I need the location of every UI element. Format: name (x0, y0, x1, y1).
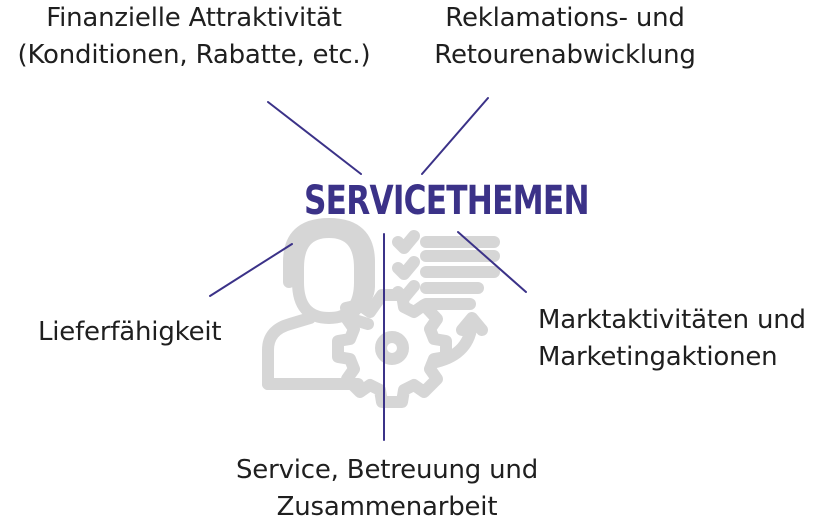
topic-complaints-returns: Reklamations- und Retourenabwicklung (420, 0, 710, 74)
topic-delivery-capability: Lieferfähigkeit (38, 314, 238, 351)
topic-financial-attractiveness: Finanzielle Attraktivität (Konditionen, … (14, 0, 374, 74)
topic-line: Marketingaktionen (538, 342, 778, 372)
topic-line: Zusammenarbeit (276, 492, 498, 522)
connector-right (457, 231, 527, 293)
topic-service-support-collaboration: Service, Betreuung und Zusammenarbeit (222, 452, 552, 526)
connector-left (209, 243, 293, 297)
topic-line: Finanzielle Attraktivität (46, 3, 342, 33)
topic-line: Retourenabwicklung (434, 40, 696, 70)
topic-market-activities: Marktaktivitäten und Marketingaktionen (538, 302, 824, 376)
topic-line: Marktaktivitäten und (538, 305, 806, 335)
center-title: SERVICETHEMEN (303, 178, 590, 224)
topic-line: (Konditionen, Rabatte, etc.) (17, 40, 371, 70)
connector-top-right (421, 97, 489, 175)
topic-line: Service, Betreuung und (235, 455, 539, 485)
topic-line: Lieferfähigkeit (38, 317, 222, 347)
topic-line: Reklamations- und (445, 3, 685, 33)
connector-top-left (267, 101, 362, 175)
